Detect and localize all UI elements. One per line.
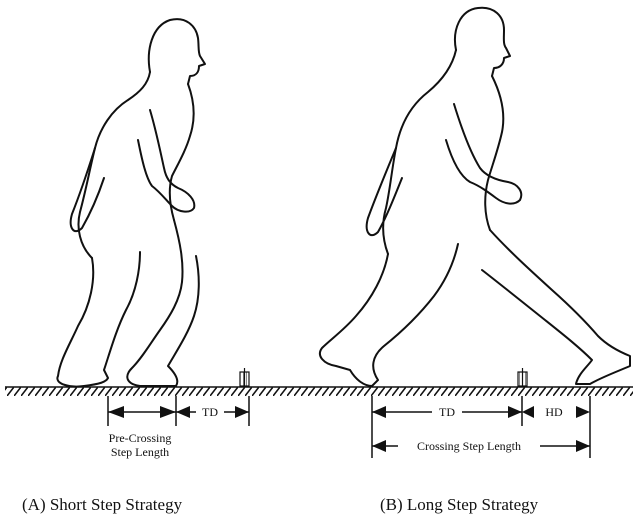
caption-b: (B) Long Step Strategy: [380, 495, 539, 514]
caption-a: (A) Short Step Strategy: [22, 495, 183, 514]
pre-crossing-label-line2: Step Length: [111, 445, 169, 459]
obstacle-b: [518, 368, 527, 387]
crossing-step-length-label: Crossing Step Length: [417, 439, 521, 453]
pre-crossing-label-line1: Pre-Crossing: [109, 431, 172, 445]
obstacle-a: [240, 368, 249, 387]
walker-figure-a: [57, 19, 205, 386]
hd-label-b: HD: [545, 405, 563, 419]
td-label-b: TD: [439, 405, 455, 419]
td-label-a: TD: [202, 405, 218, 419]
panel-b-measure: TD HD Crossing Step Length: [372, 396, 590, 458]
ground-surface: [5, 387, 633, 396]
walker-figure-b: [320, 8, 630, 386]
panel-a-measure: TD Pre-Crossing Step Length: [108, 396, 249, 459]
